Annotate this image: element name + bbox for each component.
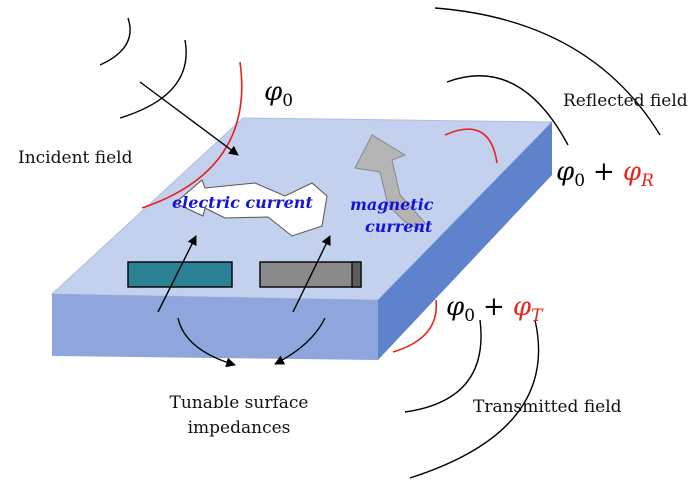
impedance-pointer-right: [274, 317, 326, 365]
incident-field-label: Incident field: [18, 148, 133, 168]
electric-current-label: electric current: [172, 193, 313, 212]
incident-wavefront-1: [99, 17, 131, 66]
transmitted-wavefront-2: [409, 319, 540, 479]
magnetic-current-arrow: [354, 134, 426, 231]
tunable-label-line2: impedances: [188, 418, 291, 438]
transmitted-wavefront-1: [404, 319, 482, 413]
tunable-arrow-gray: [292, 235, 331, 313]
reflected-wavefront-1: [446, 75, 569, 146]
slab-side-face: [378, 122, 552, 360]
electric-current-arrow: [174, 179, 328, 237]
tunable-arrow-teal: [157, 235, 197, 313]
phase-incident-label: φ0: [264, 77, 293, 111]
transmitted-field-label: Transmitted field: [473, 397, 622, 417]
phase-transmitted-label: φ0+φT: [446, 292, 544, 326]
incident-arrow: [139, 81, 239, 156]
incident-wavefront-2: [119, 39, 187, 119]
magnetic-label-line2: current: [365, 217, 433, 236]
reflected-wavefront-2: [434, 7, 661, 136]
reflected-wavefront-red: [444, 128, 498, 164]
impedance-block-gray-edge: [351, 261, 362, 288]
incident-wavefront-red: [141, 61, 243, 209]
impedance-pointer-left: [177, 317, 236, 368]
tunable-label-line1: Tunable surface: [170, 393, 309, 413]
impedance-block-teal: [127, 261, 233, 288]
transmitted-wavefront-red: [392, 299, 438, 353]
phase-reflected-label: φ0+φR: [556, 157, 654, 191]
slab-front-face: [52, 294, 378, 360]
magnetic-label-line1: magnetic: [350, 195, 434, 214]
reflected-field-label: Reflected field: [563, 91, 688, 111]
